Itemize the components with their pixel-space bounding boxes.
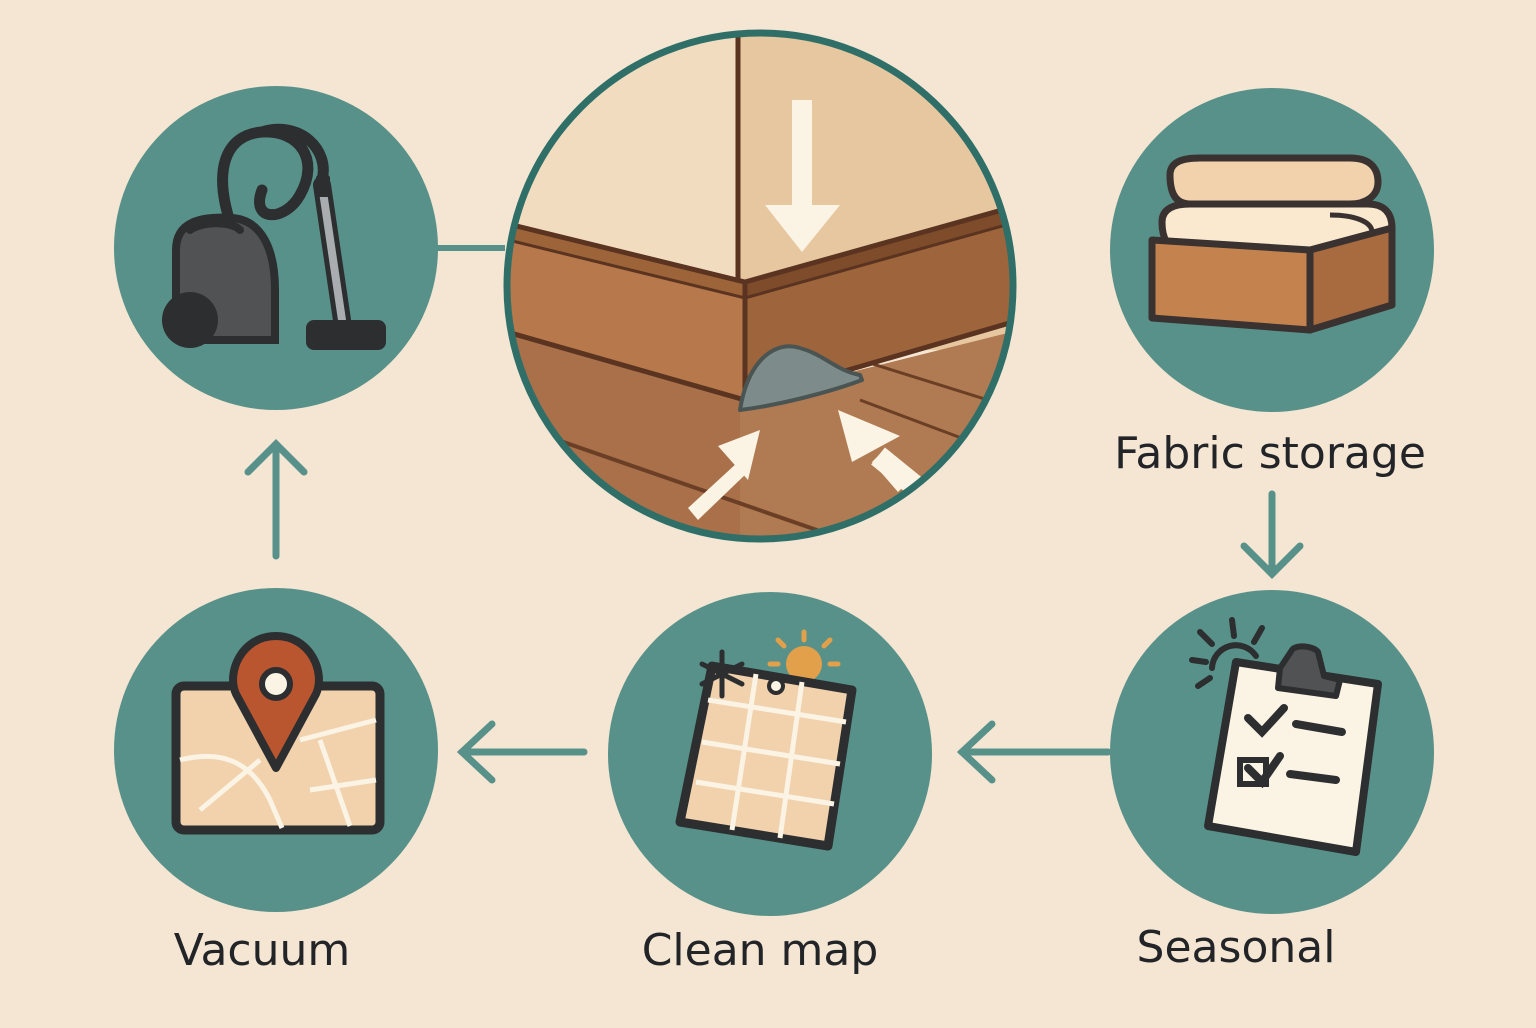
clean-map-node <box>608 592 932 916</box>
down-arrow-icon <box>765 100 840 252</box>
fabric-storage-box-icon <box>1148 154 1396 334</box>
seasonal-label: Seasonal <box>1136 922 1336 973</box>
vacuum-label: Vacuum <box>173 925 351 976</box>
clean-map-label: Clean map <box>641 925 879 976</box>
flow-arrow-left-2 <box>956 720 1112 784</box>
flow-arrow-left-1 <box>456 720 588 784</box>
seasonal-calendar-icon <box>675 629 857 851</box>
diagonal-arrow-icon <box>688 430 760 520</box>
flow-arrow-down <box>1240 490 1304 579</box>
flow-arrow-up <box>244 439 308 560</box>
snowflake-icon <box>699 649 745 699</box>
dust-pile-icon <box>738 344 864 412</box>
vacuum-cleaner-icon <box>162 123 386 350</box>
checklist-clipboard-icon <box>1189 617 1382 856</box>
map-node <box>114 588 438 912</box>
map-pin-icon <box>171 632 385 835</box>
vacuum-node <box>114 86 438 410</box>
orange-sun-icon <box>767 629 841 682</box>
fabric-storage-node <box>1110 88 1434 412</box>
seasonal-node <box>1110 590 1434 914</box>
sun-icon <box>1189 617 1265 689</box>
fabric-storage-label: Fabric storage <box>1114 428 1426 479</box>
baseboard-corner-node <box>503 29 1017 543</box>
